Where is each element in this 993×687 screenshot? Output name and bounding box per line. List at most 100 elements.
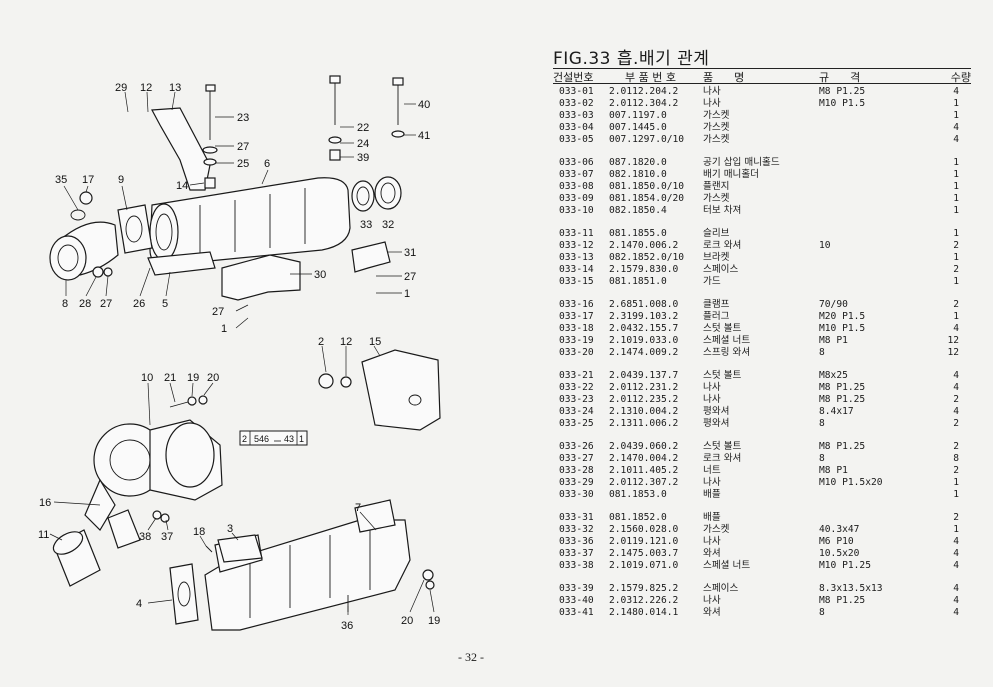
callout: 5 <box>162 298 168 310</box>
cell-spec: 8 <box>819 452 825 464</box>
cell-part-name: 나사 <box>703 594 721 606</box>
header-part-name: 품 명 <box>703 71 745 84</box>
cell-part-number: 2.0112.204.2 <box>609 86 679 97</box>
cell-spec: M8 P1.25 <box>819 440 866 452</box>
intake-manifold-drawing <box>149 177 351 266</box>
callout: 15 <box>369 336 381 348</box>
cell-item-no: 033-39 <box>559 582 594 594</box>
cell-part-name: 배플 <box>703 511 721 523</box>
callout: 19 <box>187 372 199 384</box>
cell-item-no: 033-03 <box>559 110 594 122</box>
cell-item-no: 033-14 <box>559 264 594 276</box>
cell-quantity: 8 <box>953 452 959 464</box>
cell-quantity: 1 <box>953 181 959 193</box>
cell-quantity: 1 <box>953 252 959 264</box>
gasket-32-drawing <box>374 176 402 210</box>
bolt-40-drawing <box>391 77 405 138</box>
cell-part-number: 2.1475.003.7 <box>609 548 679 560</box>
cell-quantity: 4 <box>953 536 959 547</box>
gasket-5-drawing <box>147 251 216 276</box>
cell-part-number: 2.1470.004.2 <box>609 452 679 464</box>
cell-part-name: 가스켓 <box>703 110 730 122</box>
cell-part-number: 2.0119.121.0 <box>609 536 679 547</box>
callout-numbers: 29 12 13 23 27 25 6 14 35 17 9 8 28 27 2… <box>38 82 440 632</box>
cell-quantity: 2 <box>953 440 959 452</box>
cell-part-number: 2.0439.060.2 <box>609 440 679 452</box>
cell-item-no: 033-22 <box>559 381 594 393</box>
cell-spec: 70/90 <box>819 298 848 310</box>
sleeve-11-drawing <box>52 529 101 587</box>
cell-spec: M8 P1.25 <box>819 394 866 406</box>
callout: 26 <box>133 298 145 310</box>
cell-spec: 8 <box>819 418 825 430</box>
cell-part-number: 2.1579.830.0 <box>609 264 679 276</box>
cell-part-name: 스페이스 <box>703 582 739 594</box>
cell-item-no: 033-30 <box>559 489 594 501</box>
cell-spec: 40.3x47 <box>819 523 860 535</box>
callout: 16 <box>39 497 51 509</box>
callout: 1 <box>221 323 227 335</box>
cell-part-number: 2.1011.405.2 <box>609 465 679 477</box>
cell-item-no: 033-27 <box>559 452 594 464</box>
cell-quantity: 1 <box>953 205 959 217</box>
cell-part-number: 2.0112.235.2 <box>609 394 679 406</box>
callout: 22 <box>357 122 369 134</box>
cell-quantity: 1 <box>953 276 959 288</box>
header-item-no: 건설번호 <box>553 71 594 84</box>
cell-part-number: 082.1852.0/10 <box>609 252 685 264</box>
cell-part-name: 가스켓 <box>703 523 730 535</box>
cell-part-name: 평와셔 <box>703 418 730 430</box>
cell-item-no: 033-19 <box>559 335 594 347</box>
cell-quantity: 2 <box>953 394 959 406</box>
cell-part-name: 스페셜 너트 <box>703 335 751 347</box>
cell-part-number: 2.3199.103.2 <box>609 311 679 322</box>
parts-table-header: 건설번호 부 품 번 호 품 명 규 격 수량 <box>553 68 971 84</box>
callout: 27 <box>404 271 416 283</box>
cell-part-number: 081.1853.0 <box>609 489 667 501</box>
cell-part-name: 스텃 볼트 <box>703 323 742 335</box>
box-label: 546 <box>254 434 269 444</box>
cell-quantity: 4 <box>953 122 959 134</box>
cell-quantity: 1 <box>953 110 959 122</box>
callout: 37 <box>161 531 173 543</box>
cell-item-no: 033-29 <box>559 477 594 489</box>
page-number: - 32 - <box>458 650 484 664</box>
callout: 18 <box>193 526 205 538</box>
callout: 9 <box>118 174 124 186</box>
figure-title: FIG.33 흡.배기 관계 <box>553 49 710 69</box>
callout: 23 <box>237 112 249 124</box>
box-label: 1 <box>299 434 304 444</box>
callout: 20 <box>401 615 413 627</box>
cell-part-number: 2.1470.006.2 <box>609 240 679 252</box>
callout: 27 <box>100 298 112 310</box>
cell-quantity: 2 <box>953 511 959 523</box>
cell-item-no: 033-41 <box>559 606 594 618</box>
cell-part-name: 와셔 <box>703 548 721 560</box>
cell-part-number: 2.1019.071.0 <box>609 560 679 572</box>
callout: 7 <box>355 502 361 514</box>
callout: 40 <box>418 99 430 111</box>
bolt-23-drawing <box>202 84 218 189</box>
cell-spec: M10 P1.25 <box>819 560 871 572</box>
callout: 14 <box>176 180 188 192</box>
cell-spec: 8.4x17 <box>819 406 854 418</box>
